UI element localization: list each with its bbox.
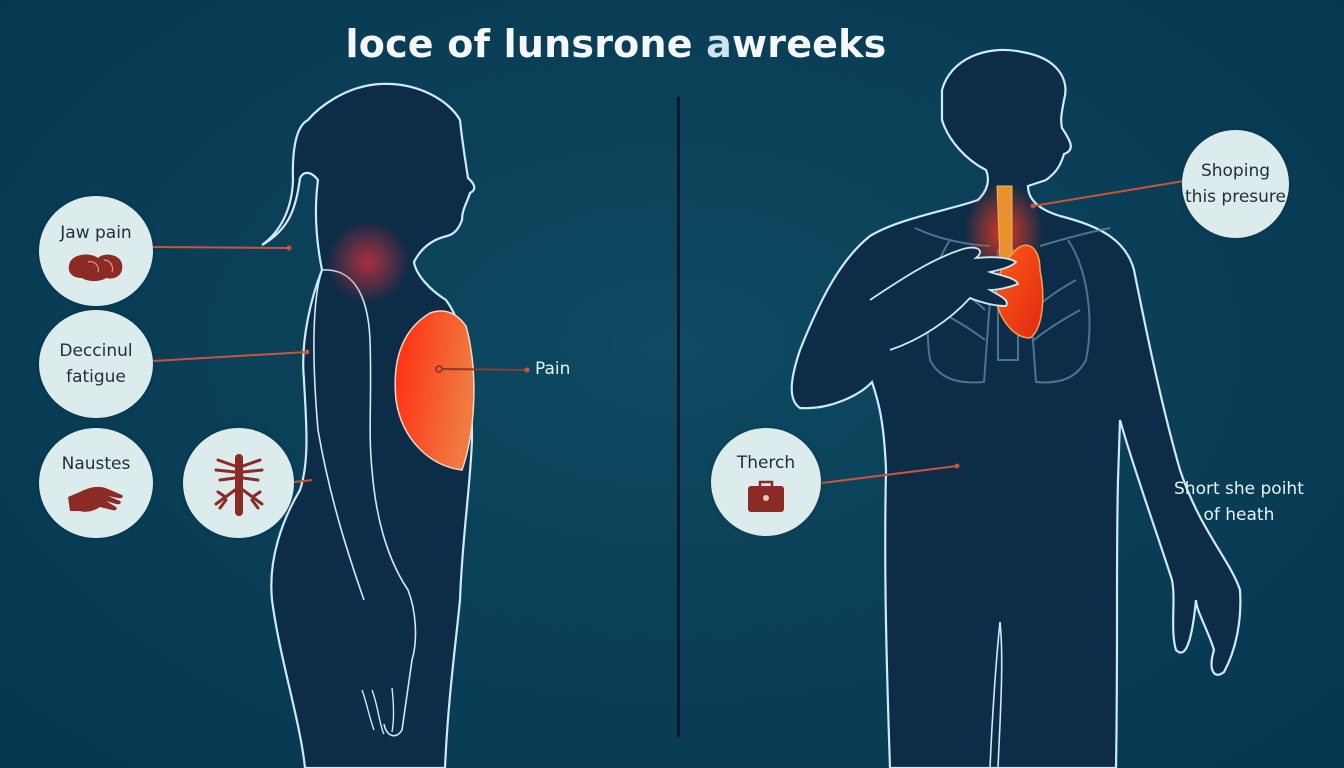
callout-label: Jaw pain [60, 223, 132, 243]
title-text-end: wreeks [731, 22, 887, 66]
callout-label: Therch [736, 453, 796, 473]
infographic-title: loce of lunsrone awreeks [0, 22, 1232, 66]
callout-therch: Therch [711, 428, 821, 536]
pain-label: Pain [535, 359, 571, 379]
callout-fatigue: Deccinul fatigue [39, 310, 153, 418]
callout-jaw-pain: Jaw pain [39, 196, 153, 306]
center-divider [677, 97, 680, 737]
female-silhouette [261, 82, 476, 768]
male-silhouette [790, 48, 1242, 768]
callout-label: Shoping this presure [1185, 161, 1286, 207]
side-note: Short she poiht of heath [1174, 479, 1304, 525]
hand-icon [68, 486, 123, 512]
nerve-icon [214, 454, 263, 516]
female-arm [313, 269, 417, 737]
male-hand-on-chest [869, 246, 1020, 351]
pain-area [394, 310, 475, 471]
title-accent-letter: a [706, 22, 732, 66]
muscle-icon [68, 254, 123, 281]
callout-nerves [183, 428, 294, 538]
neck-glow [326, 220, 410, 304]
callout-label: Deccinul fatigue [59, 341, 133, 387]
callout-nausea: Naustes [39, 428, 153, 538]
briefcase-icon [748, 480, 784, 512]
female-hand [361, 687, 395, 735]
callout-pressure: Shoping this presure [1182, 130, 1289, 238]
title-text: loce of lunsrone [345, 22, 707, 66]
male-leg-gap [989, 621, 1003, 768]
trachea [996, 185, 1013, 263]
callout-label: Naustes [61, 454, 131, 474]
